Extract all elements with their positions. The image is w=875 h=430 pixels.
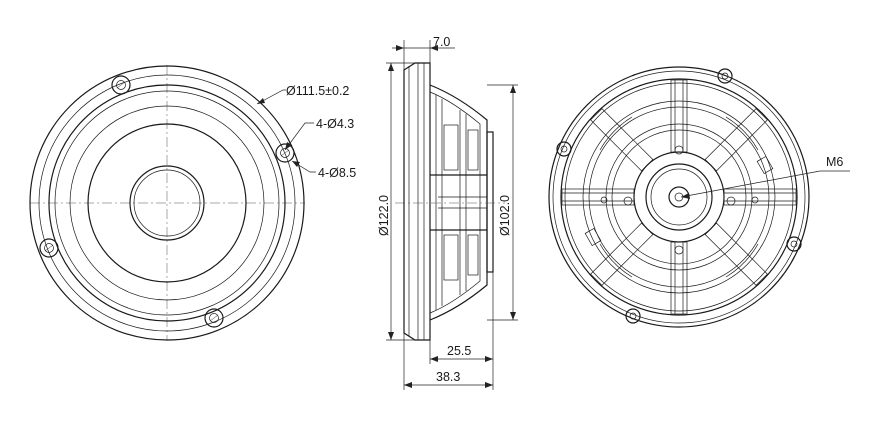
rear-magnet [645, 163, 713, 231]
front-surround-mid [54, 90, 280, 316]
rear-hole-bottom [625, 308, 641, 324]
rear-terminal-plus [756, 155, 774, 175]
leader-outer-diameter [256, 89, 286, 105]
rear-view: M6 [548, 66, 850, 328]
front-dust-cap-inner [133, 169, 201, 237]
hole-outer-diameter-label: 4-Ø8.5 [318, 166, 356, 180]
front-flange-ring [38, 74, 296, 332]
flange-thickness-label: 7.0 [433, 35, 450, 49]
mounting-hole-bottom [204, 308, 224, 328]
side-window-lower [443, 234, 459, 281]
rear-hole-left [556, 141, 572, 157]
front-outer-flange [29, 65, 305, 341]
rear-magnet-plate [633, 151, 725, 243]
front-dust-cap [129, 165, 205, 241]
side-magnet-plate [486, 131, 494, 273]
mounting-hole-left [39, 238, 59, 258]
mounting-hole-top [111, 75, 131, 95]
thread-leader [680, 170, 850, 198]
front-view: Ø111.5±0.2 4-Ø4.3 4-Ø8.5 [29, 65, 356, 341]
thread-label: M6 [826, 155, 843, 169]
frame-diameter-label: Ø102.0 [498, 195, 512, 236]
rear-hole-right [786, 236, 802, 252]
front-cone-edge [87, 123, 247, 283]
hole-diameter-label: 4-Ø4.3 [316, 117, 354, 131]
side-view: 7.0 Ø122.0 Ø102.0 25.5 38.3 [377, 35, 518, 390]
overall-diameter-label: Ø122.0 [377, 195, 391, 236]
rear-basket-rim [560, 78, 798, 316]
magnet-depth-label: 25.5 [447, 344, 471, 358]
rear-spokes [561, 79, 797, 315]
rear-terminal-minus [584, 227, 602, 247]
front-surround-outer [48, 84, 286, 322]
side-window-upper [443, 124, 459, 171]
leader-hole [284, 122, 314, 151]
overall-depth-label: 38.3 [436, 370, 460, 384]
front-surround-inner [69, 105, 265, 301]
rear-ribs [599, 116, 759, 278]
rear-hole-top-right [717, 68, 733, 84]
rear-outer-flange [548, 66, 810, 328]
outer-diameter-label: Ø111.5±0.2 [286, 84, 349, 98]
side-basket [429, 84, 488, 321]
side-flange [403, 62, 431, 341]
rear-screw-bosses [600, 145, 759, 255]
mounting-hole-right [275, 143, 295, 163]
